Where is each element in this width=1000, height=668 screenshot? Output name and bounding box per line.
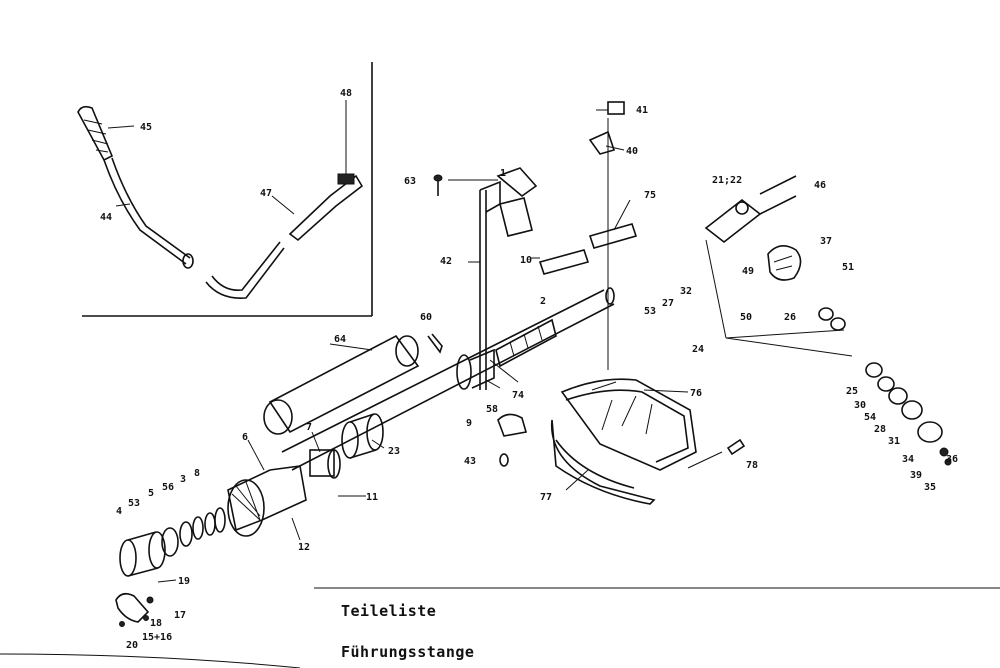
label-53-top: 53 [644, 306, 656, 317]
label-50: 50 [740, 312, 752, 323]
clamp-9 [456, 348, 495, 390]
label-35: 35 [924, 482, 936, 493]
label-39: 39 [910, 470, 922, 481]
label-74: 74 [512, 390, 524, 401]
part-labels: 45 44 48 47 41 40 63 1 75 21;22 46 42 10… [100, 88, 958, 651]
label-77: 77 [540, 492, 552, 503]
rings-stack [161, 507, 226, 557]
label-4: 4 [116, 506, 122, 517]
label-27: 27 [662, 298, 674, 309]
label-46: 46 [814, 180, 826, 191]
label-2: 2 [540, 296, 546, 307]
label-24: 24 [692, 344, 704, 355]
label-36: 36 [946, 454, 958, 465]
handle-bar-47 [205, 173, 364, 299]
bracket-19 [115, 592, 154, 627]
label-18: 18 [150, 618, 162, 629]
label-56: 56 [162, 482, 174, 493]
label-54: 54 [864, 412, 876, 423]
sleeve-2 [495, 318, 557, 368]
label-76: 76 [690, 388, 702, 399]
grass-guard-76 [560, 378, 697, 471]
label-6: 6 [242, 432, 248, 443]
bracket-1 [496, 167, 538, 237]
pin-41 [607, 101, 625, 370]
parts-list-title: Teileliste [341, 602, 437, 620]
label-25: 25 [846, 386, 858, 397]
label-17: 17 [174, 610, 186, 621]
clip-40 [588, 130, 616, 155]
label-30: 30 [854, 400, 866, 411]
plate-75 [588, 223, 638, 249]
label-41: 41 [636, 105, 648, 116]
label-10: 10 [520, 255, 532, 266]
label-53-bottom: 53 [128, 498, 140, 509]
label-5: 5 [148, 488, 154, 499]
rod-42 [479, 180, 501, 390]
clamp-43 [497, 413, 528, 467]
label-11: 11 [366, 492, 378, 503]
label-19: 19 [178, 576, 190, 587]
label-32: 32 [680, 286, 692, 297]
label-12: 12 [298, 542, 310, 553]
label-75: 75 [644, 190, 656, 201]
label-37: 37 [820, 236, 832, 247]
label-49: 49 [742, 266, 754, 277]
screw-63 [433, 174, 443, 196]
label-60: 60 [420, 312, 432, 323]
label-40: 40 [626, 146, 638, 157]
label-43: 43 [464, 456, 476, 467]
label-1: 1 [500, 168, 506, 179]
gear-cover-37 [767, 245, 802, 281]
label-42: 42 [440, 256, 452, 267]
label-28: 28 [874, 424, 886, 435]
label-3: 3 [180, 474, 186, 485]
label-31: 31 [888, 436, 900, 447]
pin-60 [427, 333, 443, 354]
screw-78 [726, 438, 746, 456]
guard-shield-77 [550, 419, 656, 505]
plate-10 [538, 249, 590, 275]
label-26: 26 [784, 312, 796, 323]
guide-rod-subtitle: Führungsstange [341, 643, 475, 661]
label-9: 9 [466, 418, 472, 429]
label-23: 23 [388, 446, 400, 457]
label-7: 7 [306, 422, 312, 433]
label-78: 78 [746, 460, 758, 471]
main-shaft-tube [281, 287, 615, 471]
gearbox-housing-6 [227, 465, 307, 537]
gear-head-21-22 [704, 175, 797, 244]
label-64: 64 [334, 334, 346, 345]
coupling-23 [341, 413, 384, 459]
label-20: 20 [126, 640, 138, 651]
label-44: 44 [100, 212, 112, 223]
label-48: 48 [340, 88, 352, 99]
label-63: 63 [404, 176, 416, 187]
clamp-7 [309, 449, 341, 479]
cover-cap-4 [119, 531, 166, 577]
corner-curve [0, 653, 301, 668]
handle-grip-45 [77, 105, 114, 162]
label-34: 34 [902, 454, 914, 465]
shaft-sleeve-64 [263, 334, 420, 435]
label-45: 45 [140, 122, 152, 133]
gear-parts-stack [818, 307, 952, 466]
label-21-22: 21;22 [712, 175, 742, 186]
label-8: 8 [194, 468, 200, 479]
label-47: 47 [260, 188, 272, 199]
handle-tube-44 [103, 157, 194, 269]
label-58: 58 [486, 404, 498, 415]
label-15-16: 15+16 [142, 632, 172, 643]
handle-inset-frame [82, 62, 373, 317]
label-51: 51 [842, 262, 854, 273]
leader-lines [107, 100, 853, 583]
